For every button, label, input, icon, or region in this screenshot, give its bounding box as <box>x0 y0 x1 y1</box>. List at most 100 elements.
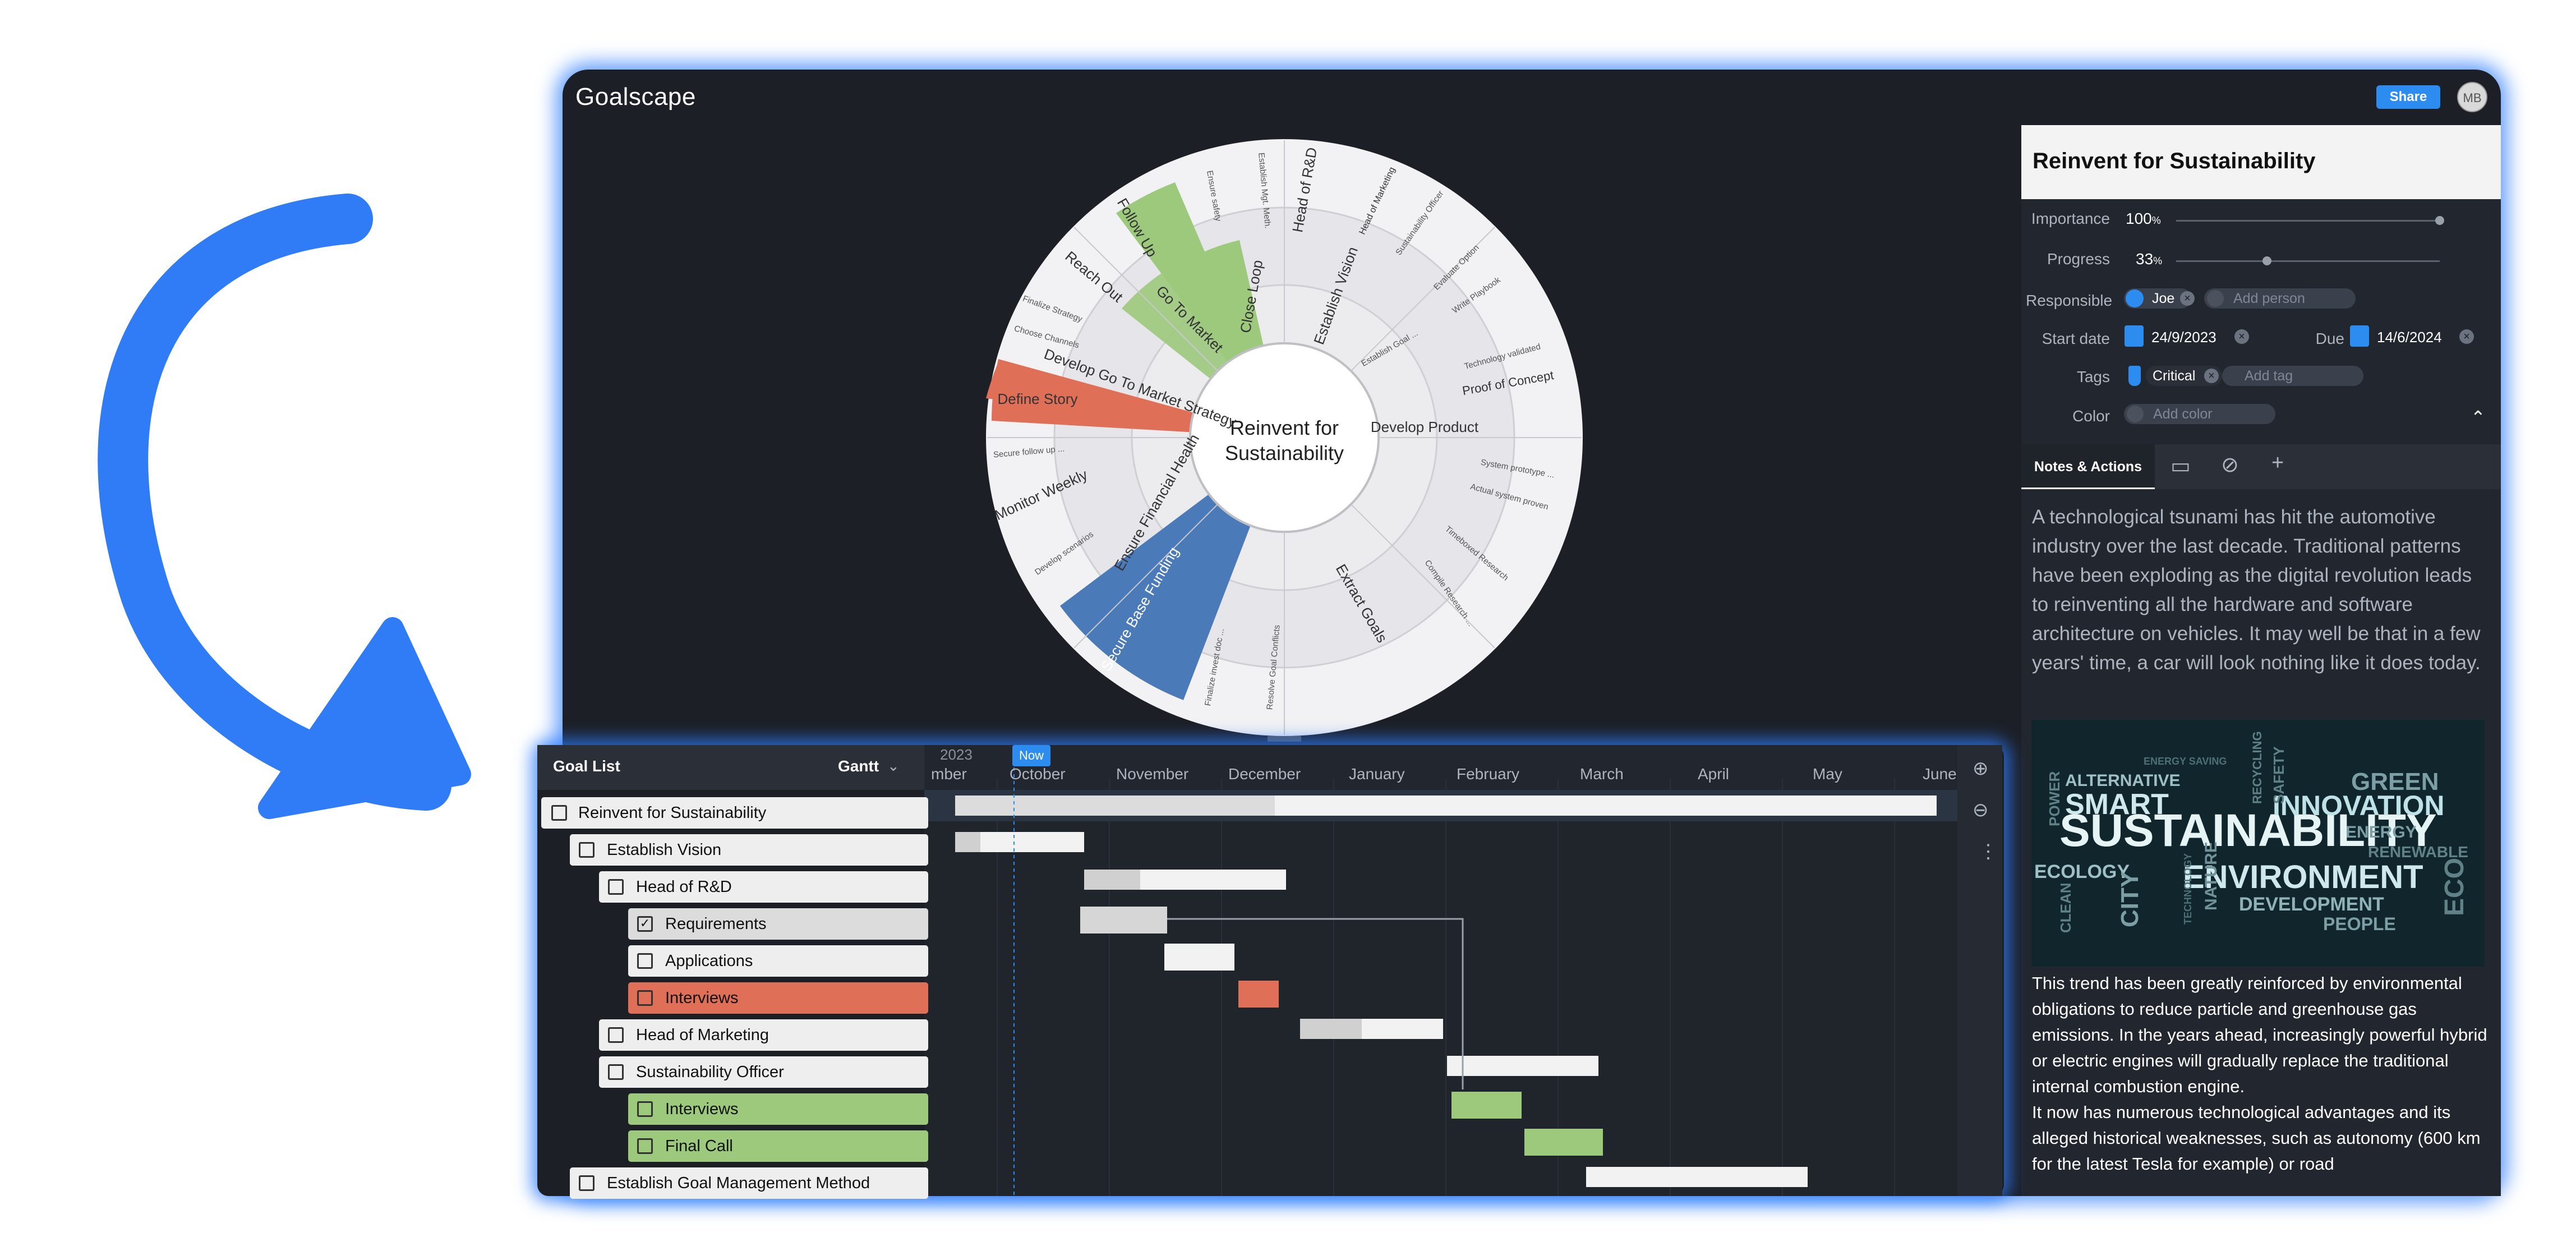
notes-paragraph-1: This trend has been greatly reinforced b… <box>2032 973 2487 1096</box>
goal-checkbox[interactable] <box>637 1138 653 1154</box>
goal-row[interactable]: Interviews <box>628 1093 928 1125</box>
goal-row[interactable]: ✓ Requirements <box>628 908 928 940</box>
importance-value[interactable]: 100% <box>2126 210 2161 227</box>
svg-text:NATURE: NATURE <box>2202 841 2220 910</box>
month-label: December <box>1228 765 1301 783</box>
gantt-chart <box>924 767 1958 1196</box>
goal-row[interactable]: Establish Vision <box>570 834 928 866</box>
wheel-center-line2: Sustainability <box>1225 442 1344 465</box>
goal-row[interactable]: Interviews <box>628 982 928 1014</box>
goal-row[interactable]: Establish Goal Management Method <box>570 1167 928 1199</box>
add-person-icon <box>2207 290 2224 307</box>
clear-due-date-icon[interactable]: × <box>2459 329 2474 344</box>
notes-intro-text[interactable]: A technological tsunami has hit the auto… <box>2032 506 2481 674</box>
add-person-field[interactable]: Add person <box>2204 288 2356 309</box>
more-options-icon[interactable]: ⋮ <box>1979 841 1998 862</box>
month-label: May <box>1813 765 1842 783</box>
importance-knob[interactable] <box>2435 216 2444 225</box>
svg-text:ENERGY SAVING: ENERGY SAVING <box>2144 756 2227 767</box>
curved-arrow-icon <box>98 194 471 819</box>
goal-list-header <box>537 745 924 790</box>
svg-text:PEOPLE: PEOPLE <box>2323 914 2396 934</box>
wheel-label-develop-product[interactable]: Develop Product <box>1371 419 1479 435</box>
goal-title-bar[interactable]: Reinvent for Sustainability <box>2021 125 2501 199</box>
goal-title[interactable]: Reinvent for Sustainability <box>2033 149 2316 173</box>
view-selector[interactable]: Gantt <box>838 757 879 775</box>
progress-knob[interactable] <box>2262 256 2271 265</box>
month-label: January <box>1349 765 1405 783</box>
importance-slider[interactable] <box>2176 220 2440 222</box>
svg-text:DEVELOPMENT: DEVELOPMENT <box>2239 894 2384 915</box>
svg-text:GREEN: GREEN <box>2351 768 2439 795</box>
add-color-field[interactable]: Add color <box>2124 404 2275 424</box>
add-tag-field[interactable]: Add tag <box>2222 366 2363 386</box>
svg-text:RECYCLING: RECYCLING <box>2250 731 2264 804</box>
tab-notes-actions[interactable]: Notes & Actions <box>2021 444 2155 489</box>
remove-person-icon[interactable]: × <box>2180 291 2195 306</box>
share-button[interactable]: Share <box>2376 85 2440 109</box>
due-date-value[interactable]: 14/6/2024 <box>2377 329 2442 346</box>
month-label: April <box>1698 765 1730 783</box>
due-date-label: Due <box>2315 330 2344 347</box>
clear-start-date-icon[interactable]: × <box>2234 329 2249 344</box>
month-label: November <box>1116 765 1189 783</box>
wheel-label-define-story[interactable]: Define Story <box>997 390 1077 407</box>
tags-label: Tags <box>2076 368 2110 385</box>
person-icon <box>2126 289 2144 307</box>
goal-checkbox-checked[interactable]: ✓ <box>637 916 653 932</box>
goal-row[interactable]: Sustainability Officer <box>599 1056 928 1088</box>
color-swatch-icon <box>2127 406 2144 422</box>
goal-row[interactable]: Head of Marketing <box>599 1019 928 1051</box>
progress-slider[interactable] <box>2176 260 2440 262</box>
start-date-label: Start date <box>2042 330 2110 347</box>
start-calendar-icon[interactable] <box>2125 325 2144 347</box>
goal-list-title: Goal List <box>553 757 620 775</box>
goal-checkbox[interactable] <box>608 1064 624 1080</box>
svg-text:ECO: ECO <box>2440 858 2469 916</box>
add-icon[interactable]: + <box>2271 451 2284 475</box>
collapse-chevron-icon[interactable]: ⌃ <box>2471 407 2486 427</box>
zoom-out-icon[interactable]: ⊖ <box>1973 799 1989 821</box>
start-date-value[interactable]: 24/9/2023 <box>2151 329 2216 346</box>
notes-body-text[interactable]: This trend has been greatly reinforced b… <box>2032 971 2492 1177</box>
chevron-down-icon[interactable]: ⌄ <box>887 757 900 774</box>
goal-checkbox[interactable] <box>579 842 595 858</box>
svg-text:SUSTAINABILITY: SUSTAINABILITY <box>2059 805 2437 856</box>
svg-text:SAFETY: SAFETY <box>2270 746 2287 804</box>
svg-text:ECOLOGY: ECOLOGY <box>2034 861 2130 882</box>
svg-text:INNOVATION: INNOVATION <box>2273 790 2444 821</box>
progress-label: Progress <box>2047 250 2110 268</box>
svg-text:CLEAN: CLEAN <box>2057 882 2074 933</box>
month-label: February <box>1457 765 1520 783</box>
user-avatar[interactable]: MB <box>2457 82 2487 112</box>
goal-row[interactable]: Applications <box>628 945 928 977</box>
app-logo: Goalscape <box>575 83 696 111</box>
progress-value[interactable]: 33% <box>2136 250 2163 268</box>
month-label: mber <box>931 765 967 783</box>
sustainability-word-cloud-image: SUSTAINABILITY ENVIRONMENT INNOVATION SM… <box>2031 720 2485 967</box>
gantt-timeline[interactable] <box>924 745 1958 1196</box>
goal-row[interactable]: Reinvent for Sustainability <box>541 797 928 829</box>
now-marker[interactable]: Now <box>1012 745 1050 766</box>
goal-checkbox[interactable] <box>637 990 653 1006</box>
goal-row[interactable]: Head of R&D <box>599 871 928 903</box>
responsible-label: Responsible <box>2026 292 2113 309</box>
attachment-icon[interactable]: ⊘ <box>2221 453 2239 477</box>
month-label: October <box>1010 765 1066 783</box>
comments-icon[interactable]: ▭ <box>2171 454 2191 478</box>
remove-tag-icon[interactable]: × <box>2204 369 2219 383</box>
goal-checkbox[interactable] <box>608 1027 624 1043</box>
goal-checkbox[interactable] <box>608 879 624 895</box>
due-calendar-icon[interactable] <box>2350 325 2369 347</box>
svg-text:POWER: POWER <box>2046 771 2063 826</box>
goal-wheel[interactable]: Reinvent for Sustainability Close Loop E… <box>976 129 1593 746</box>
tag-icon <box>2128 366 2141 386</box>
goal-checkbox[interactable] <box>637 953 653 969</box>
goal-checkbox[interactable] <box>637 1101 653 1117</box>
goal-checkbox[interactable] <box>579 1175 595 1191</box>
svg-text:ALTERNATIVE: ALTERNATIVE <box>2065 771 2181 790</box>
goal-row[interactable]: Final Call <box>628 1130 928 1162</box>
svg-text:ENERGY: ENERGY <box>2345 823 2417 841</box>
zoom-in-icon[interactable]: ⊕ <box>1973 758 1989 779</box>
goal-checkbox[interactable] <box>551 805 567 821</box>
